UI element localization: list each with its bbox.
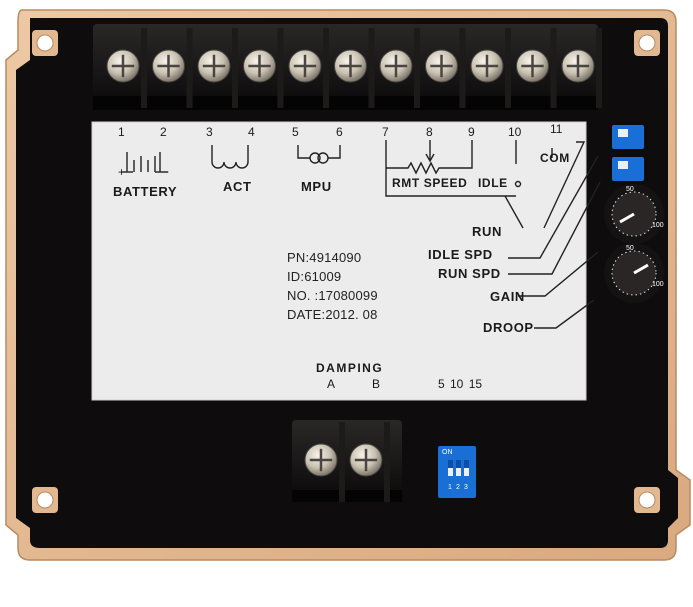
screw-terminal-icon [288, 28, 329, 108]
bottom-terminal-block [292, 420, 402, 502]
idle-label: IDLE [478, 176, 508, 190]
gain-label: GAIN [490, 289, 525, 304]
terminal-number-10: 10 [508, 125, 522, 139]
screw-terminal-icon [197, 28, 238, 108]
blue-switches [608, 122, 648, 184]
terminal-number-11: 11 [550, 122, 563, 136]
screw-terminal-icon [349, 422, 390, 502]
terminal-number-1: 1 [118, 125, 125, 139]
screw-terminal-icon [304, 422, 345, 502]
screw-terminal-icon [516, 28, 557, 108]
com-label: COM [540, 151, 570, 165]
part-number: PN:4914090 [287, 250, 362, 265]
battery-label: BATTERY [113, 184, 178, 199]
battery-symbol-icon [121, 152, 168, 173]
screw-terminal-icon [152, 28, 193, 108]
act-label: ACT [223, 179, 252, 194]
terminal-number-9: 9 [468, 125, 475, 139]
run-label: RUN [472, 224, 502, 239]
dip-switch-on-label: ON [442, 449, 453, 456]
dip-switch-position-2: 2 [456, 484, 460, 491]
terminal-number-2: 2 [160, 125, 167, 139]
dial-2-scale-right: 100 [652, 281, 664, 288]
terminal-number-4: 4 [248, 125, 255, 139]
run-spd-label: RUN SPD [438, 266, 501, 281]
screw-terminal-icon [379, 28, 420, 108]
terminal-number-6: 6 [336, 125, 343, 139]
manufacture-date: DATE:2012. 08 [287, 307, 378, 322]
screw-terminal-icon [334, 28, 375, 108]
screw-terminal-icon [470, 28, 511, 108]
dial-1-scale-right: 100 [652, 222, 664, 229]
damping-label: DAMPING [316, 361, 384, 375]
screw-terminal-icon [243, 28, 284, 108]
dial-1-scale-top: 50 [626, 186, 634, 193]
screw-terminal-icon [561, 28, 602, 108]
mpu-label: MPU [301, 179, 332, 194]
terminal-number-7: 7 [382, 125, 389, 139]
dip-switch-position-3: 3 [464, 484, 468, 491]
terminal-number-8: 8 [426, 125, 433, 139]
mounting-holes [32, 30, 660, 513]
top-terminal-block [93, 24, 602, 110]
battery-plus-sign: + [118, 165, 126, 179]
dial-icon [604, 184, 664, 303]
mpu-symbol-icon [297, 145, 341, 164]
screw-terminal-icon [106, 28, 147, 108]
label-panel [91, 121, 587, 401]
droop-scale-label: 5 10 15 [438, 377, 483, 391]
screw-terminal-icon [425, 28, 466, 108]
terminal-number-3: 3 [206, 125, 213, 139]
rmt-speed-label: RMT SPEED [392, 176, 468, 190]
coil-symbol-icon [211, 145, 249, 169]
damping-a-label: A [327, 377, 336, 391]
dial-2-scale-top: 50 [626, 245, 634, 252]
droop-label: DROOP [483, 320, 534, 335]
potentiometer-symbol-icon [385, 140, 524, 229]
dip-switch-icon [438, 446, 476, 498]
schematic-lines [121, 140, 601, 329]
battery-minus-sign: − [162, 165, 170, 179]
terminal-number-5: 5 [292, 125, 299, 139]
damping-b-label: B [372, 377, 381, 391]
id-number: ID:61009 [287, 269, 342, 284]
dip-switch-position-1: 1 [448, 484, 452, 491]
idle-spd-label: IDLE SPD [428, 247, 493, 262]
serial-number: NO. :17080099 [287, 288, 378, 303]
